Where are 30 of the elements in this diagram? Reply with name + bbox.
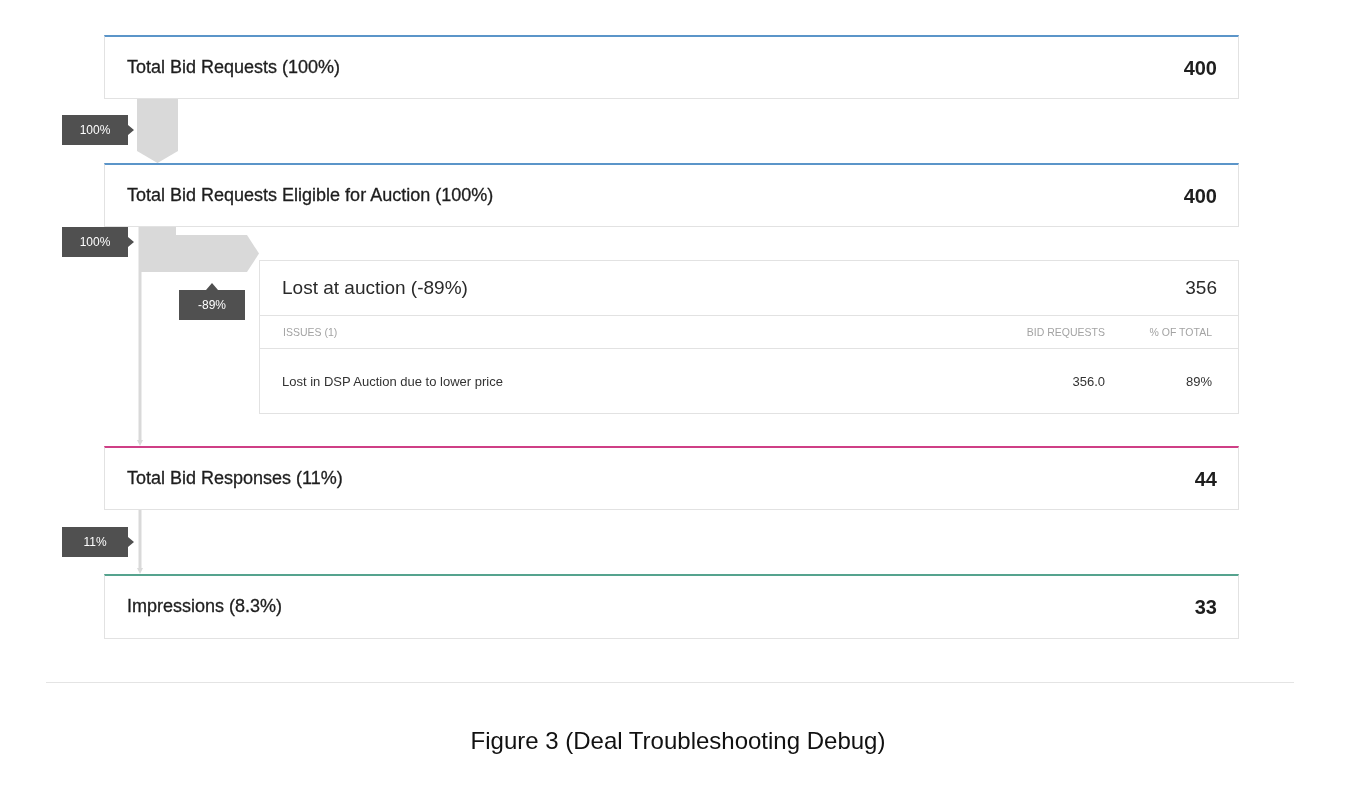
request-count: 356.0	[1072, 373, 1105, 390]
stage-card	[104, 574, 1239, 639]
edge-label: 11%	[62, 527, 134, 557]
stage-title: Impressions (8.3%)	[127, 596, 283, 618]
edge-label: -89%	[179, 283, 245, 320]
flow-arrow	[137, 510, 143, 574]
edge-label: 100%	[62, 115, 134, 145]
issue-description: Lost in DSP Auction due to lower price	[282, 373, 503, 390]
flow-arrow	[137, 227, 143, 446]
stage-card	[104, 35, 1239, 99]
stage-card	[104, 163, 1239, 227]
count-value: 356	[1185, 276, 1217, 300]
count-value: 400	[1183, 55, 1217, 80]
stage-title: Total Bid Requests Eligible for Auction (100%)	[127, 184, 494, 207]
flow-arrow	[137, 99, 178, 163]
stage-title: Total Bid Responses (11%)	[127, 467, 343, 490]
edge-label: 100%	[62, 227, 134, 257]
percent-share: 89%	[1185, 373, 1212, 390]
count-value: 400	[1183, 183, 1217, 208]
panel-title: Lost at auction (-89%)	[282, 276, 468, 300]
stage-title: Total Bid Requests (100%)	[127, 56, 341, 79]
column-header: BID REQUESTS	[1026, 325, 1105, 339]
count-value: 44	[1194, 466, 1217, 491]
figure-caption: Figure 3 (Deal Troubleshooting Debug)	[470, 727, 886, 756]
issue-panel	[259, 260, 1239, 414]
count-value: 33	[1194, 595, 1217, 619]
stage-card	[104, 446, 1239, 510]
flow-arrow	[139, 227, 259, 272]
column-header: % OF TOTAL	[1149, 325, 1212, 339]
column-header: ISSUES (1)	[283, 325, 338, 339]
